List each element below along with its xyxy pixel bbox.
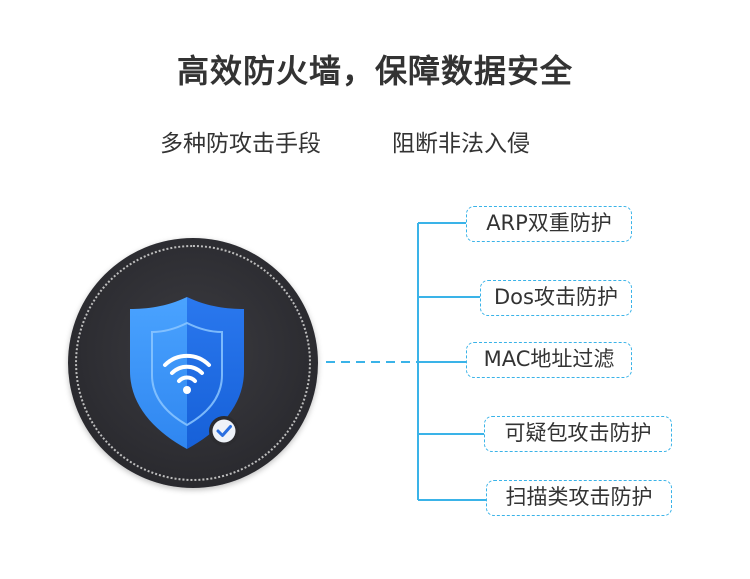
firewall-emblem <box>68 238 318 488</box>
wifi-icon <box>163 353 211 383</box>
headline: 高效防火墙，保障数据安全 <box>176 52 573 90</box>
feature-suspicious-packet-protection: 可疑包攻击防护 <box>484 416 672 452</box>
emblem-dotted-ring <box>75 245 311 481</box>
feature-mac-filter: MAC地址过滤 <box>466 342 632 378</box>
shield-icon <box>130 297 244 449</box>
feature-scan-attack-protection: 扫描类攻击防护 <box>486 480 672 516</box>
feature-arp-protection: ARP双重防护 <box>466 206 632 242</box>
subtitle-left: 多种防攻击手段 <box>160 131 321 157</box>
feature-dos-protection: Dos攻击防护 <box>480 280 632 316</box>
check-badge-icon <box>209 416 239 446</box>
subtitle-right: 阻断非法入侵 <box>392 131 530 157</box>
